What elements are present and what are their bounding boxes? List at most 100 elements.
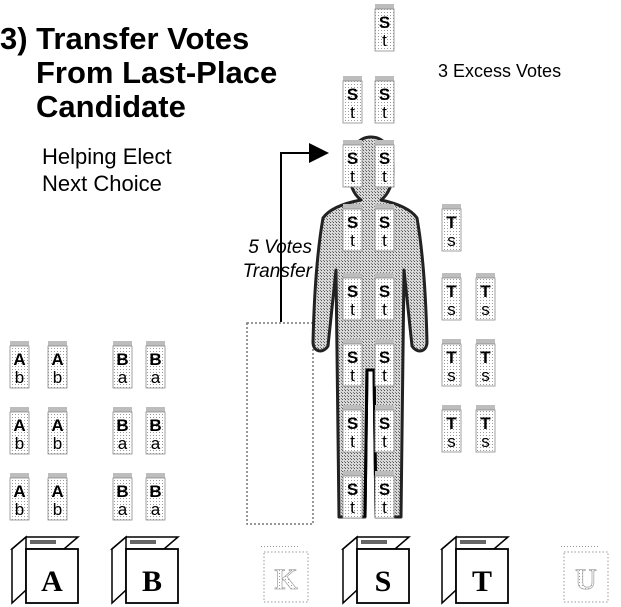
ballot-first-choice: T — [446, 414, 457, 433]
eliminated-placeholder — [246, 322, 314, 525]
subtitle-line-2: Next Choice — [42, 171, 162, 196]
ballot-second-choice: t — [382, 432, 387, 451]
ballot-slip-s: St — [342, 339, 363, 387]
ballot-second-choice: s — [481, 366, 490, 385]
ballot-box-t: T — [439, 535, 511, 605]
ballot-first-choice: B — [116, 416, 128, 435]
ballot-first-choice: T — [480, 414, 491, 433]
ballot-slip-t: Ts — [441, 273, 462, 321]
ballot-slip-a: Ab — [9, 407, 30, 455]
ballot-slip-b: Ba — [112, 473, 133, 521]
ballot-first-choice: A — [51, 482, 63, 501]
ballot-second-choice: b — [15, 500, 24, 519]
ballot-second-choice: s — [481, 300, 490, 319]
ballot-box-letter: K — [274, 563, 298, 596]
ballot-first-choice: S — [379, 414, 390, 433]
ballot-slip-a: Ab — [47, 407, 68, 455]
ballot-box-letter: T — [472, 565, 492, 598]
ballot-slip-s: St — [374, 339, 395, 387]
ballot-box-s: S — [340, 535, 412, 605]
ballot-first-choice: B — [116, 350, 128, 369]
ballot-slip-s: St — [374, 140, 395, 188]
diagram-title: 3) Transfer Votes From Last-Place Candid… — [0, 22, 277, 124]
ballot-slip-s: St — [374, 204, 395, 252]
ballot-second-choice: s — [447, 300, 456, 319]
ballot-box-letter: B — [142, 565, 162, 598]
ballot-first-choice: S — [379, 13, 390, 32]
transfer-label-line-2: Transfer — [242, 261, 312, 282]
ballot-first-choice: B — [149, 350, 161, 369]
ballot-first-choice: A — [13, 416, 25, 435]
ballot-first-choice: T — [480, 282, 491, 301]
ballot-box-b: B — [109, 535, 181, 605]
ballot-first-choice: B — [116, 482, 128, 501]
ballot-second-choice: t — [382, 231, 387, 250]
ballot-second-choice: b — [53, 434, 62, 453]
ballot-second-choice: t — [382, 31, 387, 50]
ballot-slip-b: Ba — [112, 407, 133, 455]
ballot-second-choice: s — [481, 432, 490, 451]
ballot-slip-s: St — [342, 204, 363, 252]
ballot-slip-s: St — [342, 405, 363, 453]
ballot-second-choice: t — [350, 432, 355, 451]
ballot-second-choice: t — [350, 103, 355, 122]
ballot-slip-s: St — [342, 140, 363, 188]
ballot-second-choice: a — [118, 368, 128, 387]
ballot-box-u: U — [560, 544, 609, 603]
ballot-first-choice: S — [347, 85, 358, 104]
ballot-first-choice: S — [347, 282, 358, 301]
ballot-slip-t: Ts — [441, 405, 462, 453]
ballot-second-choice: s — [447, 366, 456, 385]
ballot-slip-b: Ba — [112, 341, 133, 389]
ballot-second-choice: s — [447, 432, 456, 451]
ballot-first-choice: A — [51, 350, 63, 369]
ballot-second-choice: t — [350, 300, 355, 319]
ballot-slip-s: St — [342, 273, 363, 321]
ballot-first-choice: S — [379, 149, 390, 168]
ballot-box-a: A — [9, 535, 81, 605]
ballot-slip-s: St — [342, 76, 363, 124]
ballot-first-choice: T — [446, 282, 457, 301]
title-line-2: From Last-Place — [36, 55, 278, 90]
ballot-box-k: K — [260, 544, 309, 603]
ballot-first-choice: S — [347, 414, 358, 433]
transfer-arrow-icon — [280, 143, 329, 322]
ballot-first-choice: A — [13, 350, 25, 369]
ballot-stacks: AbAbAbAbAbAbBaBaBaBaBaBaStStStStStStStSt… — [9, 4, 496, 521]
ballot-second-choice: a — [118, 500, 128, 519]
title-line-3: Candidate — [36, 89, 186, 124]
ballot-second-choice: b — [53, 368, 62, 387]
ballot-slip-t: Ts — [475, 339, 496, 387]
ballot-slip-s: St — [374, 471, 395, 519]
ballot-second-choice: t — [382, 300, 387, 319]
ballot-first-choice: B — [149, 482, 161, 501]
title-line-1: 3) Transfer Votes — [0, 21, 250, 56]
ballot-first-choice: T — [446, 213, 457, 232]
subtitle-line-1: Helping Elect — [42, 144, 172, 169]
ballot-slip-s: St — [374, 76, 395, 124]
ballot-second-choice: t — [382, 167, 387, 186]
ballot-slip-t: Ts — [475, 405, 496, 453]
ballot-slip-a: Ab — [47, 473, 68, 521]
ballot-second-choice: s — [447, 231, 456, 250]
ballot-slip-b: Ba — [145, 341, 166, 389]
ballot-slip-s: St — [374, 405, 395, 453]
ballot-second-choice: a — [118, 434, 128, 453]
ballot-first-choice: T — [446, 348, 457, 367]
ballot-first-choice: S — [379, 213, 390, 232]
ballot-first-choice: S — [347, 348, 358, 367]
ballot-first-choice: S — [347, 149, 358, 168]
ballot-first-choice: B — [149, 416, 161, 435]
ballot-second-choice: t — [382, 103, 387, 122]
ballot-second-choice: t — [350, 167, 355, 186]
ballot-second-choice: t — [382, 366, 387, 385]
ballot-slip-s: St — [374, 4, 395, 52]
ballot-first-choice: A — [13, 482, 25, 501]
excess-votes-label: 3 Excess Votes — [438, 61, 562, 81]
ballot-box-letter: S — [375, 565, 392, 598]
ballot-second-choice: t — [350, 498, 355, 517]
ballot-second-choice: b — [15, 434, 24, 453]
ballot-slip-t: Ts — [441, 339, 462, 387]
